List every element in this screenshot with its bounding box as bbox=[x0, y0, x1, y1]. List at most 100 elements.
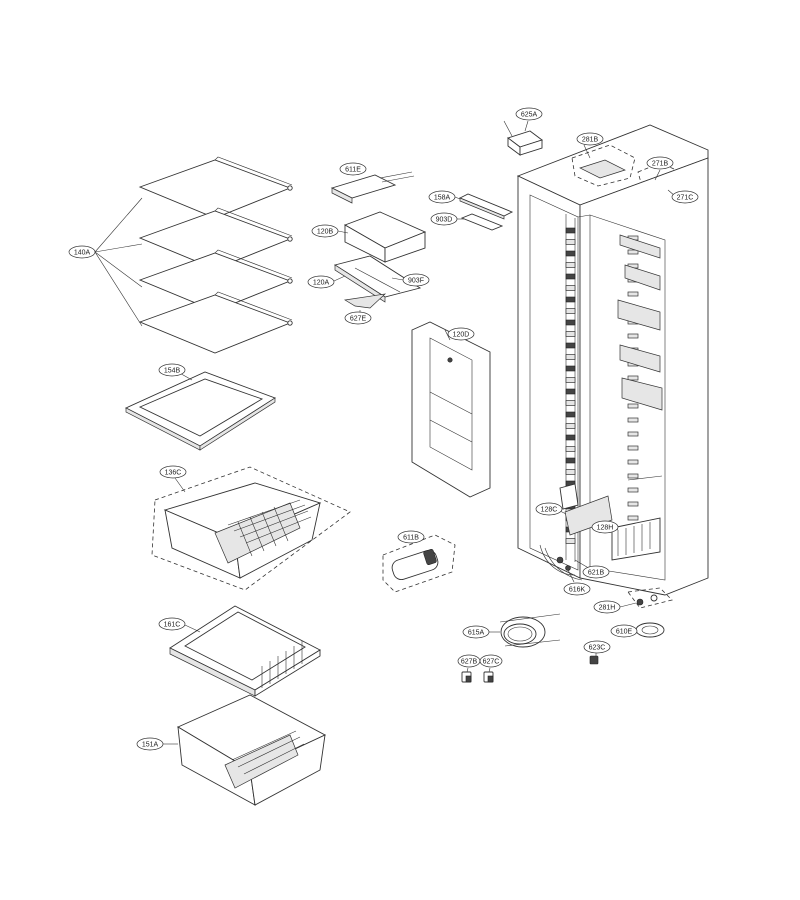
callout-140a: 140A bbox=[68, 245, 96, 259]
rail-rib bbox=[565, 377, 576, 383]
callout-151a: 151A bbox=[136, 737, 164, 751]
callout-616k-label: 616K bbox=[569, 587, 586, 594]
callout-611e: 611E bbox=[339, 162, 367, 176]
callout-128h: 128H bbox=[591, 520, 619, 534]
rail-rib bbox=[565, 262, 576, 268]
callout-281b: 281B bbox=[576, 132, 604, 146]
callout-120d-label: 120D bbox=[453, 332, 470, 339]
refrigerator-cabinet bbox=[516, 124, 709, 609]
part-627c-clip bbox=[483, 667, 494, 683]
shelf-3 bbox=[138, 249, 293, 312]
callout-611e-label: 611E bbox=[345, 167, 361, 174]
callout-625a: 625A bbox=[515, 107, 543, 121]
callout-611b: 611B bbox=[397, 530, 425, 544]
callout-136c: 136C bbox=[159, 465, 187, 479]
rail-rib bbox=[627, 487, 639, 493]
callout-120b-label: 120B bbox=[317, 229, 334, 236]
part-120a bbox=[333, 255, 422, 303]
callout-271b-label: 271B bbox=[652, 161, 669, 168]
leader-lines-140a bbox=[94, 197, 143, 327]
shelf-frame-154b bbox=[124, 370, 277, 451]
rail-rib bbox=[627, 403, 639, 409]
rail-rib bbox=[627, 431, 639, 437]
callout-625a-label: 625A bbox=[521, 112, 538, 119]
part-158a bbox=[454, 193, 514, 220]
rail-rib bbox=[627, 417, 639, 423]
callout-627c: 627C bbox=[479, 654, 503, 668]
part-625a bbox=[503, 120, 543, 156]
callout-627e: 627E bbox=[344, 311, 372, 325]
rail-rib bbox=[627, 249, 639, 255]
callout-627c-label: 627C bbox=[483, 659, 500, 666]
callout-271b: 271B bbox=[646, 156, 674, 170]
callout-623c-label: 623C bbox=[589, 645, 606, 652]
rail-rib bbox=[565, 273, 576, 280]
rail-rib bbox=[627, 333, 639, 339]
shelf-4 bbox=[138, 291, 293, 354]
callout-627b: 627B bbox=[457, 654, 481, 668]
rail-rib bbox=[565, 538, 576, 544]
rail-rib bbox=[565, 285, 576, 291]
callout-903f: 903F bbox=[402, 273, 430, 287]
callout-615a-label: 615A bbox=[468, 630, 485, 637]
callout-621b: 621B bbox=[582, 565, 610, 579]
callout-281b-label: 281B bbox=[582, 137, 599, 144]
callout-151a-label: 151A bbox=[142, 742, 159, 749]
callout-120b: 120B bbox=[311, 224, 339, 238]
callout-136c-label: 136C bbox=[165, 470, 182, 477]
rail-rib bbox=[627, 445, 639, 451]
rail-rib bbox=[627, 473, 639, 479]
callout-627b-label: 627B bbox=[461, 659, 478, 666]
rail-rib bbox=[565, 296, 576, 303]
part-120b bbox=[337, 211, 427, 263]
rail-rib bbox=[627, 291, 639, 297]
rail-rib bbox=[565, 469, 576, 475]
shelf-group-140a bbox=[94, 156, 293, 354]
callout-158a: 158A bbox=[428, 190, 456, 204]
rail-rib bbox=[565, 342, 576, 349]
callout-903d: 903D bbox=[430, 212, 458, 226]
callout-128c: 128C bbox=[535, 502, 563, 516]
rail-rib bbox=[565, 365, 576, 372]
callout-128c-label: 128C bbox=[541, 507, 558, 514]
drawer-161c bbox=[169, 605, 321, 697]
callout-154b-label: 154B bbox=[164, 368, 181, 375]
callout-610e-label: 610E bbox=[616, 629, 633, 636]
crisper-drawer-136c bbox=[151, 466, 351, 591]
rail-rib bbox=[565, 446, 576, 452]
callout-623c: 623C bbox=[583, 640, 611, 654]
rail-rib bbox=[565, 457, 576, 464]
callout-158a-label: 158A bbox=[434, 195, 451, 202]
callout-140a-label: 140A bbox=[74, 250, 91, 257]
rail-rib bbox=[565, 388, 576, 395]
rail-rib bbox=[565, 354, 576, 360]
callout-154b: 154B bbox=[158, 363, 186, 377]
shelf-1 bbox=[138, 156, 293, 219]
callout-621b-label: 621B bbox=[588, 570, 605, 577]
rail-rib bbox=[565, 411, 576, 418]
rail-rib bbox=[565, 319, 576, 326]
rail-rib bbox=[565, 400, 576, 406]
part-627b-clip bbox=[461, 667, 472, 683]
crisper-drawer-151a bbox=[162, 694, 327, 806]
callout-903d-label: 903D bbox=[436, 217, 453, 224]
callout-616k: 616K bbox=[563, 582, 591, 596]
rail-rib bbox=[565, 250, 576, 257]
part-610e-ring bbox=[635, 622, 665, 638]
callout-627e-label: 627E bbox=[350, 316, 367, 323]
callout-281h-label: 281H bbox=[599, 605, 616, 612]
rail-rib bbox=[565, 434, 576, 441]
part-627e bbox=[343, 293, 387, 313]
rail-rib bbox=[565, 331, 576, 337]
part-903d bbox=[456, 213, 504, 231]
callout-120a: 120A bbox=[307, 275, 335, 289]
rail-rib bbox=[565, 227, 576, 234]
part-623c-clip bbox=[589, 652, 599, 665]
rail-rib bbox=[627, 515, 639, 521]
rail-rib bbox=[627, 375, 639, 381]
part-611e bbox=[330, 171, 415, 204]
shelf-2 bbox=[138, 207, 293, 270]
callout-611b-label: 611B bbox=[403, 535, 419, 542]
callout-615a: 615A bbox=[462, 625, 490, 639]
